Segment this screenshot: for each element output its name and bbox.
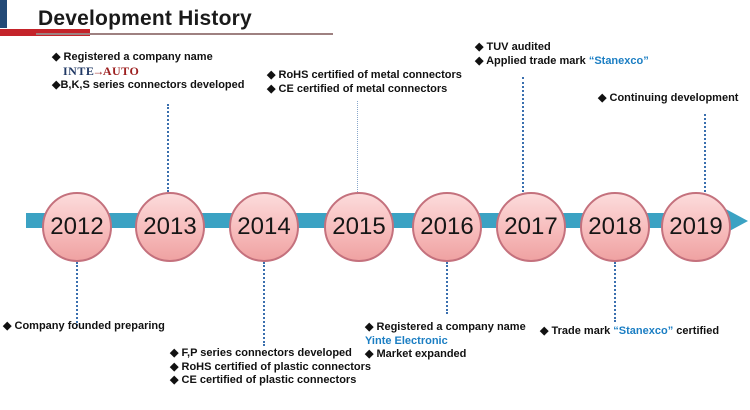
year-circle-2012: 2012 — [42, 192, 112, 262]
year-label: 2013 — [143, 213, 197, 240]
annotation-line: ◆B,K,S series connectors developed — [52, 79, 245, 91]
annotation-line: ◆ RoHS certified of metal connectors — [267, 69, 462, 81]
annotation-line: ◆ Applied trade mark “Stanexco” — [475, 55, 649, 67]
year-circle-2018: 2018 — [580, 192, 650, 262]
connector-2014-bottom — [263, 262, 265, 346]
annotation-line: ◆ F,P series connectors developed — [170, 347, 352, 359]
year-label: 2019 — [669, 213, 723, 240]
annotation-line: ◆ Continuing development — [598, 92, 739, 104]
annotation-line: ◆ Market expanded — [365, 348, 467, 360]
annotation-line: ◆ Trade mark “Stanexco” certified — [540, 325, 720, 337]
year-label: 2017 — [504, 213, 558, 240]
connector-2013-top — [167, 104, 169, 192]
corner-navy-bar — [0, 0, 7, 28]
title-underline — [36, 33, 333, 35]
year-circle-2014: 2014 — [229, 192, 299, 262]
annotation-2019-top: ◆ Continuing development — [598, 91, 738, 105]
year-circle-2019: 2019 — [661, 192, 731, 262]
connector-2018-bottom — [614, 262, 616, 322]
year-label: 2016 — [420, 213, 474, 240]
corner-red-bar — [0, 29, 90, 36]
annotation-2014-bottom: ◆ F,P series connectors developed ◆ RoHS… — [170, 347, 371, 388]
year-circle-2017: 2017 — [496, 192, 566, 262]
connector-2012-bottom — [76, 262, 78, 326]
logo-arrow-icon: → — [92, 64, 105, 78]
annotation-2015-top: ◆ RoHS certified of metal connectors ◆ C… — [267, 68, 462, 96]
year-circle-2015: 2015 — [324, 192, 394, 262]
annotation-line: ◆ Company founded preparing — [3, 320, 165, 332]
annotation-2012-bottom: ◆ Company founded preparing — [3, 319, 165, 333]
annotation-line: ◆ Registered a company name — [365, 321, 526, 333]
annotation-line: ◆ Registered a company name — [52, 51, 213, 63]
connector-2017-top — [522, 77, 524, 192]
company-name-highlight: Yinte Electronic — [365, 334, 448, 347]
year-label: 2012 — [50, 213, 104, 240]
year-label: 2018 — [588, 213, 642, 240]
annotation-2018-bottom: ◆ Trade mark “Stanexco” certified — [540, 324, 719, 338]
year-label: 2014 — [237, 213, 291, 240]
page-title: Development History — [38, 7, 252, 30]
annotation-2016-bottom: ◆ Registered a company name Yinte Electr… — [365, 321, 526, 362]
year-label: 2015 — [332, 213, 386, 240]
annotation-line: ◆ CE certified of plastic connectors — [170, 374, 357, 386]
annotation-line: ◆ CE certified of metal connectors — [267, 83, 448, 95]
annotation-2013-top: ◆ Registered a company name INTE→AUTO ◆B… — [52, 50, 244, 92]
trademark-highlight: “Stanexco” — [588, 55, 649, 67]
connector-2019-top — [704, 114, 706, 192]
year-circle-2016: 2016 — [412, 192, 482, 262]
trademark-highlight: “Stanexco” — [613, 325, 674, 337]
inte-auto-logo: INTE→AUTO — [63, 64, 140, 78]
annotation-line: ◆ TUV audited — [475, 41, 551, 53]
annotation-2017-top: ◆ TUV audited ◆ Applied trade mark “Stan… — [475, 40, 649, 68]
connector-2016-bottom — [446, 262, 448, 314]
year-circle-2013: 2013 — [135, 192, 205, 262]
annotation-line: ◆ RoHS certified of plastic connectors — [170, 360, 371, 373]
connector-2015-top — [357, 101, 358, 192]
